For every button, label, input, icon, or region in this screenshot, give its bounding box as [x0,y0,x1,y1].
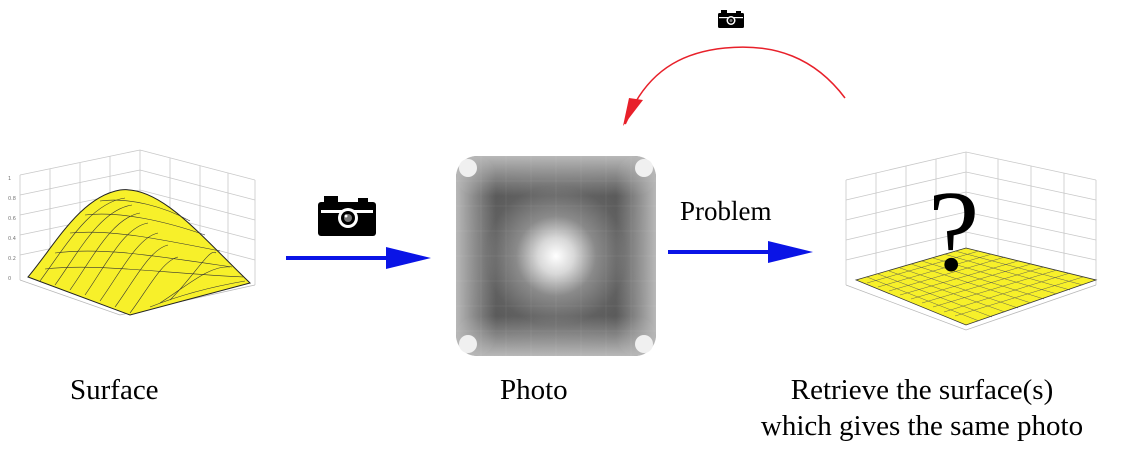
photo-caption: Photo [500,374,568,406]
svg-text:0.8: 0.8 [8,196,16,202]
question-mark: ? [928,168,980,296]
surface-mesh [27,189,251,316]
camera-icon [318,196,376,236]
plot-box-grid [845,151,1097,285]
flat-surface-mesh [854,247,1098,326]
retrieve-caption-line2: which gives the same photo [760,410,1084,442]
retrieve-caption-line1: Retrieve the surface(s) [790,374,1054,406]
problem-label: Problem [680,196,772,226]
svg-text:0.4: 0.4 [8,236,16,242]
svg-text:0.6: 0.6 [8,216,16,222]
problem-arrow [668,241,813,263]
feedback-arrow [623,46,846,126]
retrieve-caption: Retrieve the surface(s) which gives the … [716,372,1128,444]
surface-caption: Surface [70,374,159,406]
surface-plot: 1 0.8 0.6 0.4 0.2 0 [8,149,256,316]
surface-mesh-lines [39,197,246,314]
svg-text:0: 0 [8,276,11,282]
unknown-surface-plot [845,151,1098,331]
forward-arrow [286,247,431,269]
photo-image [456,156,656,356]
svg-text:0.2: 0.2 [8,256,16,262]
camera-icon [718,10,744,28]
svg-text:1: 1 [8,176,11,182]
